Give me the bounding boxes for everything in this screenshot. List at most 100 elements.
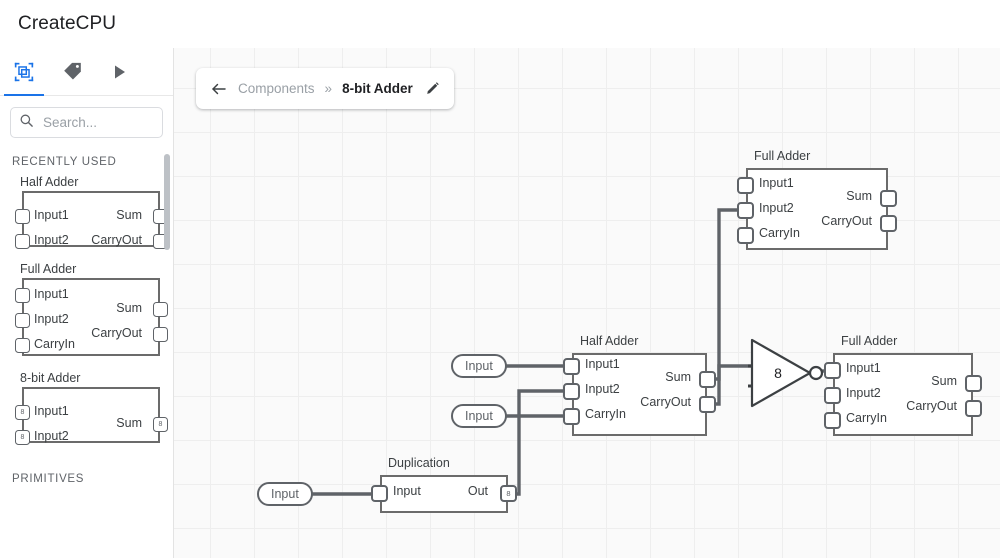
title-bar: CreateCPU xyxy=(0,0,1000,48)
pencil-icon[interactable] xyxy=(425,81,440,96)
pin-input2[interactable] xyxy=(737,202,754,219)
pin-label-carryout: CarryOut xyxy=(91,233,142,247)
pin-sum: 8 xyxy=(153,417,168,432)
sidebar-scrollbar[interactable] xyxy=(164,154,170,250)
pin-input2: 8 xyxy=(15,430,30,445)
pin-label-carryout: CarryOut xyxy=(906,399,957,413)
node-title: Full Adder xyxy=(754,149,811,163)
pin-label-sum: Sum xyxy=(931,374,957,388)
chip-select-icon xyxy=(13,61,35,83)
canvas-node-full-adder-top[interactable]: Full Adder Input1 Input2 CarryIn Sum Car… xyxy=(737,149,897,250)
pin-carryin[interactable] xyxy=(824,412,841,429)
search-icon xyxy=(19,113,34,133)
schematic-canvas[interactable]: Components » 8-bit Adder Full Adder Inpu… xyxy=(174,48,1000,558)
node-title: Half Adder xyxy=(580,334,639,348)
pin-label-input1: Input1 xyxy=(585,357,620,371)
node-body xyxy=(572,353,707,436)
canvas-node-not-gate[interactable]: 8 xyxy=(738,338,828,408)
sidebar-component-8-bit-adder[interactable]: 8-bit Adder 8 Input1 8 Input2 8 Sum xyxy=(0,368,173,455)
node-body xyxy=(746,168,888,250)
canvas-node-full-adder-right[interactable]: Full Adder Input1 Input2 CarryIn Sum Car… xyxy=(824,334,982,436)
section-primitives: PRIMITIVES xyxy=(12,473,85,485)
node-title: Full Adder xyxy=(841,334,898,348)
pin-input[interactable] xyxy=(371,485,388,502)
sidebar-component-name: Full Adder xyxy=(20,262,77,276)
pin-label-carryin: CarryIn xyxy=(846,411,887,425)
node-body xyxy=(833,353,973,436)
pin-label-input2: Input2 xyxy=(34,429,69,443)
sidebar: RECENTLY USED Half Adder Input1 Input2 S… xyxy=(0,48,174,558)
tab-tags[interactable] xyxy=(48,48,96,95)
pin-input1[interactable] xyxy=(737,177,754,194)
pin-label-sum: Sum xyxy=(116,301,142,315)
canvas-node-half-adder[interactable]: Half Adder Input1 Input2 CarryIn Sum Car… xyxy=(563,334,716,436)
tab-run[interactable] xyxy=(96,48,144,95)
pin-carryin xyxy=(15,338,30,353)
node-body xyxy=(380,475,508,513)
pin-carryin[interactable] xyxy=(563,408,580,425)
pin-sum[interactable] xyxy=(965,375,982,392)
pin-label-sum: Sum xyxy=(116,416,142,430)
pin-label-input2: Input2 xyxy=(759,201,794,215)
breadcrumb-root[interactable]: Components xyxy=(238,81,315,96)
arrow-left-icon[interactable] xyxy=(210,80,228,98)
pin-label-input2: Input2 xyxy=(846,386,881,400)
canvas-node-duplication[interactable]: Duplication Input 8 Out xyxy=(371,456,517,513)
pin-carryout[interactable] xyxy=(880,215,897,232)
pin-label-input: Input xyxy=(393,484,421,498)
pin-carryout[interactable] xyxy=(699,396,716,413)
canvas-input-pin-2[interactable]: Input xyxy=(451,404,507,428)
pin-sum[interactable] xyxy=(880,190,897,207)
pin-label-input1: Input1 xyxy=(846,361,881,375)
pin-carryout[interactable] xyxy=(965,400,982,417)
canvas-input-pin-1[interactable]: Input xyxy=(451,354,507,378)
canvas-input-pin-3[interactable]: Input xyxy=(257,482,313,506)
pin-label-input2: Input2 xyxy=(585,382,620,396)
pin-label-carryin: CarryIn xyxy=(759,226,800,240)
pin-label-input2: Input2 xyxy=(34,312,69,326)
pin-sum xyxy=(153,302,168,317)
app-title: CreateCPU xyxy=(18,13,117,34)
pin-label-carryout: CarryOut xyxy=(91,326,142,340)
pin-input2[interactable] xyxy=(824,387,841,404)
pin-carryin[interactable] xyxy=(737,227,754,244)
pin-input2 xyxy=(15,313,30,328)
pin-label-carryin: CarryIn xyxy=(585,407,626,421)
wire-duplication-out-to-halfadder-input2 xyxy=(509,389,569,496)
pin-label-input1: Input1 xyxy=(34,404,69,418)
sidebar-component-half-adder[interactable]: Half Adder Input1 Input2 Sum CarryOut xyxy=(0,172,173,259)
component-preview: Input1 Input2 CarryIn Sum CarryOut xyxy=(12,278,168,356)
gate-width-label: 8 xyxy=(774,365,782,381)
pin-input1: 8 xyxy=(15,405,30,420)
sidebar-component-full-adder[interactable]: Full Adder Input1 Input2 CarryIn Sum Car… xyxy=(0,259,173,368)
pin-label-sum: Sum xyxy=(116,208,142,222)
tab-components[interactable] xyxy=(0,48,48,96)
pin-label-input1: Input1 xyxy=(759,176,794,190)
pin-label-carryout: CarryOut xyxy=(640,395,691,409)
pin-input2 xyxy=(15,234,30,249)
pin-out[interactable]: 8 xyxy=(500,485,517,502)
node-title: Duplication xyxy=(388,456,450,470)
pin-input1[interactable] xyxy=(563,358,580,375)
pin-sum[interactable] xyxy=(699,371,716,388)
pin-carryout xyxy=(153,327,168,342)
breadcrumb-separator: » xyxy=(324,81,333,96)
component-preview: Input1 Input2 Sum CarryOut xyxy=(12,191,168,249)
breadcrumb: Components » 8-bit Adder xyxy=(196,68,454,109)
pin-label-input1: Input1 xyxy=(34,208,69,222)
component-preview: 8 Input1 8 Input2 8 Sum xyxy=(12,387,168,445)
pin-label-input2: Input2 xyxy=(34,233,69,247)
search-box[interactable] xyxy=(10,107,163,138)
pin-label-input1: Input1 xyxy=(34,287,69,301)
search-input[interactable] xyxy=(41,114,151,131)
pin-input1[interactable] xyxy=(824,362,841,379)
pin-label-sum: Sum xyxy=(846,189,872,203)
pin-label-sum: Sum xyxy=(665,370,691,384)
tag-icon xyxy=(62,61,83,82)
pin-input1 xyxy=(15,209,30,224)
breadcrumb-current: 8-bit Adder xyxy=(342,81,413,96)
pin-input2[interactable] xyxy=(563,383,580,400)
pin-label-out: Out xyxy=(467,484,488,498)
sidebar-component-name: 8-bit Adder xyxy=(20,371,81,385)
